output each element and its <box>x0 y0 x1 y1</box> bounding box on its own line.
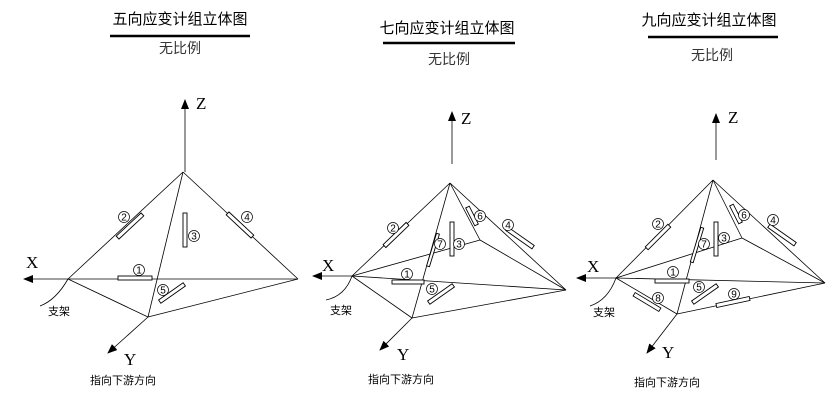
diagram-nine-direction: 九向应变计组立体图 无比例 Z X Y 1 <box>576 11 826 389</box>
svg-text:4: 4 <box>770 216 776 227</box>
y-axis-arrow <box>646 313 678 354</box>
svg-text:1: 1 <box>136 266 142 277</box>
strain-gauge-4: 4 <box>767 214 797 247</box>
strain-gauge-7: 7 <box>689 226 710 264</box>
svg-text:7: 7 <box>701 240 707 251</box>
strain-gauge-2: 2 <box>644 218 672 251</box>
svg-text:2: 2 <box>390 224 396 235</box>
svg-text:3: 3 <box>456 240 462 251</box>
z-axis-label: Z <box>461 109 471 128</box>
diagram-seven-direction: 七向应变计组立体图 无比例 Z X Y 1 <box>312 19 567 386</box>
strain-gauge-1: 1 <box>117 264 153 281</box>
strain-gauge-2: 2 <box>115 211 145 240</box>
svg-text:5: 5 <box>429 285 435 296</box>
svg-text:6: 6 <box>477 212 483 223</box>
support-leader <box>325 275 353 301</box>
strain-gauge-1: 1 <box>391 268 425 285</box>
strain-gauge-9: 9 <box>715 288 751 309</box>
strain-gauge-2: 2 <box>382 221 410 249</box>
diagram-title: 五向应变计组立体图 <box>112 10 247 28</box>
y-axis-arrow <box>107 316 149 354</box>
diagram-subtitle: 无比例 <box>691 48 733 64</box>
svg-text:7: 7 <box>437 240 443 251</box>
svg-text:5: 5 <box>160 286 166 297</box>
svg-text:1: 1 <box>404 270 410 281</box>
z-axis-label: Z <box>728 108 738 127</box>
svg-text:4: 4 <box>505 221 511 232</box>
y-axis-label: Y <box>662 343 674 362</box>
support-leader <box>39 278 69 307</box>
diagram-five-direction: 五向应变计组立体图 无比例 Z X Y 1 2 <box>23 10 299 387</box>
strain-gauge-7: 7 <box>426 232 446 268</box>
strain-gauge-3: 3 <box>713 221 730 257</box>
svg-text:2: 2 <box>121 213 127 224</box>
support-leader <box>589 277 617 307</box>
strain-gauge-4: 4 <box>502 219 535 250</box>
svg-text:1: 1 <box>670 268 676 279</box>
y-axis-label: Y <box>397 345 409 364</box>
svg-text:4: 4 <box>244 213 250 224</box>
pyramid-frame <box>67 171 299 318</box>
z-axis-label: Z <box>196 94 206 113</box>
strain-gauge-6: 6 <box>729 203 750 225</box>
strain-gauge-5: 5 <box>690 281 720 305</box>
support-label: 支架 <box>48 305 70 318</box>
strain-gauge-8: 8 <box>632 291 664 313</box>
x-axis-label: X <box>587 257 599 276</box>
svg-text:2: 2 <box>655 220 661 231</box>
x-axis-label: X <box>322 256 334 275</box>
support-label: 支架 <box>593 306 615 319</box>
pyramid-frame <box>351 182 567 319</box>
strain-gauge-5: 5 <box>157 282 187 304</box>
direction-label: 指向下游方向 <box>634 375 700 389</box>
x-axis-label: X <box>26 253 38 272</box>
strain-gauge-3: 3 <box>449 221 465 257</box>
svg-text:8: 8 <box>655 294 661 305</box>
direction-label: 指向下游方向 <box>368 372 434 386</box>
strain-gauge-4: 4 <box>225 211 255 239</box>
strain-gauge-1: 1 <box>654 266 690 284</box>
strain-gauge-3: 3 <box>182 212 200 248</box>
strain-gauge-6: 6 <box>465 205 486 227</box>
y-axis-label: Y <box>124 350 136 369</box>
y-axis-arrow <box>379 317 413 351</box>
direction-label: 指向下游方向 <box>90 373 156 387</box>
svg-text:6: 6 <box>741 211 747 222</box>
diagram-title: 七向应变计组立体图 <box>379 19 514 37</box>
support-label: 支架 <box>330 304 352 317</box>
svg-text:5: 5 <box>696 283 702 294</box>
svg-text:3: 3 <box>191 232 197 243</box>
svg-text:3: 3 <box>721 234 727 245</box>
svg-text:9: 9 <box>731 290 737 301</box>
diagram-subtitle: 无比例 <box>428 52 470 68</box>
strain-gauge-5: 5 <box>426 283 456 305</box>
diagram-subtitle: 无比例 <box>159 41 201 57</box>
diagram-title: 九向应变计组立体图 <box>641 11 776 29</box>
